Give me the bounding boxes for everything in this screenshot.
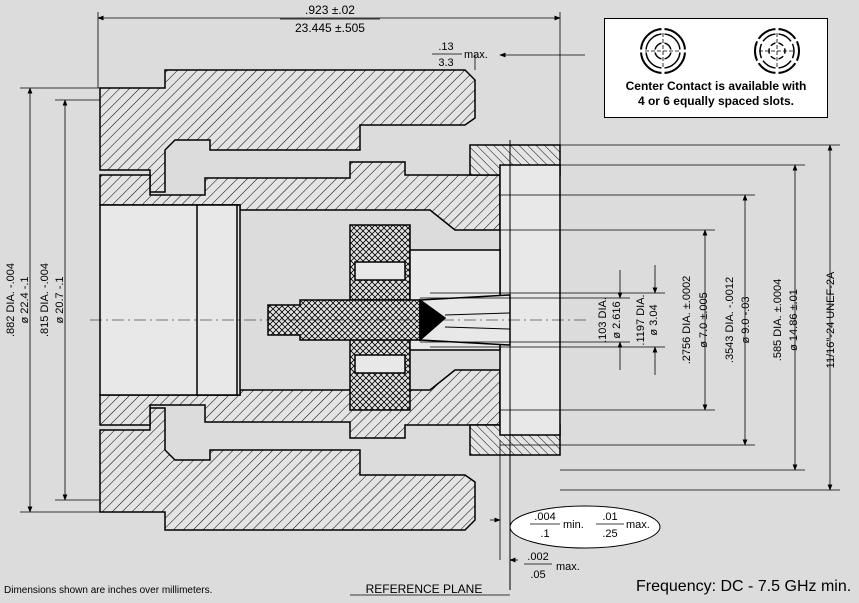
- dia-3543-mm: ø 9.0 -.03: [740, 296, 752, 343]
- gap-tolerance-ellipse: [509, 505, 661, 549]
- six-slot-contact-icon: [754, 27, 800, 75]
- dia-882-mm: ø 22.4 -.1: [19, 276, 31, 323]
- insulator-slot-bottom: [354, 354, 406, 374]
- offset-suffix: max.: [464, 49, 488, 61]
- gap-max-in: .01: [602, 511, 617, 523]
- connector-body: [99, 69, 561, 531]
- gap-min-mm: .1: [540, 528, 549, 540]
- dimensions-footnote: Dimensions shown are inches over millime…: [4, 585, 213, 596]
- dia-585-mm: ø 14.86 ±.01: [788, 289, 800, 351]
- dia-882-in: .882 DIA. -.004: [5, 263, 17, 337]
- overall-length-in: .923 ±.02: [305, 3, 355, 17]
- dia-815-mm: ø 20.7 -.1: [54, 276, 66, 323]
- dia-1197-mm: ø 3.04: [648, 304, 660, 335]
- rear-ring: [196, 204, 238, 396]
- pin-mm: .05: [530, 569, 545, 581]
- dimension-lines: [20, 12, 840, 596]
- coupling-nut-top: [99, 69, 476, 193]
- gap-max-label: max.: [626, 519, 650, 531]
- dia-1197-in: .1197 DIA.: [635, 294, 647, 345]
- insulator-slot-top: [354, 261, 406, 281]
- overall-length-mm: 23.445 ±.505: [295, 21, 365, 35]
- dia-2756-mm: ø 7.0 ±.005: [698, 292, 710, 348]
- offset-mm: 3.3: [438, 57, 453, 69]
- coupling-nut-bottom: [99, 407, 476, 531]
- dimension-labels: .923 ±.02 23.445 ±.505 .13 3.3 max. .882…: [5, 3, 837, 596]
- dia-585-in: .585 DIA. ±.0004: [772, 279, 784, 361]
- thread-spec: 11/16"-24 UNEF-2A: [825, 271, 837, 368]
- frequency-label: Frequency: DC - 7.5 GHz min.: [636, 578, 852, 595]
- contact-note-box: Center Contact is available with 4 or 6 …: [604, 18, 828, 118]
- dia-103-mm: ø 2.616: [611, 301, 623, 338]
- pin-label: max.: [556, 561, 580, 573]
- reference-plane-label: REFERENCE PLANE: [366, 582, 483, 596]
- offset-in: .13: [438, 41, 453, 53]
- pin-in: .002: [527, 551, 548, 563]
- dia-2756-in: .2756 DIA. ±.0002: [681, 276, 693, 365]
- dia-815-in: .815 DIA. -.004: [39, 263, 51, 337]
- gap-min-in: .004: [534, 511, 555, 523]
- gap-min-label: min.: [563, 519, 584, 531]
- dia-3543-in: .3543 DIA. -.0012: [724, 277, 736, 363]
- dia-103-in: .103 DIA.: [597, 297, 609, 343]
- contact-note-text: Center Contact is available with 4 or 6 …: [625, 79, 807, 108]
- gap-max-mm: .25: [602, 528, 617, 540]
- four-slot-contact-icon: [639, 27, 687, 75]
